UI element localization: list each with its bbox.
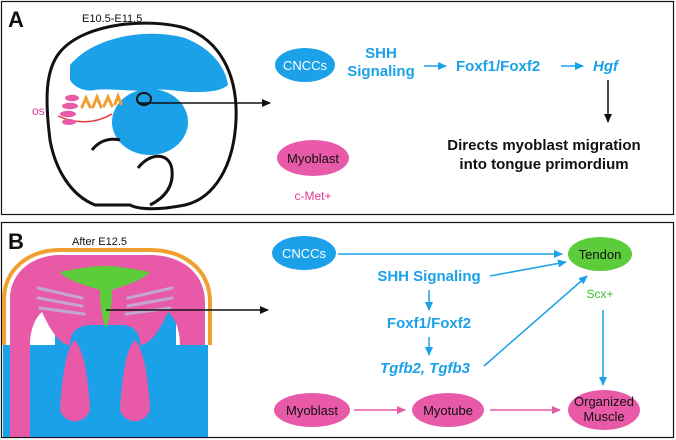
panel-a-stage-label: E10.5-E11.5 (82, 13, 142, 25)
tongue-epithelium-orange (2, 248, 212, 345)
myoblast-label-b: Myoblast (286, 403, 338, 418)
right-muscle-column (120, 340, 150, 422)
myotube-label: Myotube (423, 403, 473, 418)
myotube-node (412, 393, 484, 427)
panel-a: A E10.5-E11.5 os CNCCs SHH Signaling (0, 0, 675, 216)
panel-b-stage-label: After E12.5 (72, 236, 127, 248)
orange-cell-stream (80, 91, 123, 109)
pharynx-outline (90, 137, 121, 151)
hgf-label: Hgf (593, 58, 620, 75)
foxf-label-a: Foxf1/Foxf2 (456, 58, 540, 75)
arrow-tgfb-to-tendon (483, 275, 588, 367)
embryo-illustration (45, 21, 238, 211)
panel-b-letter: B (8, 229, 24, 254)
cmet-label: c-Met+ (294, 189, 331, 203)
scx-label: Scx+ (586, 287, 613, 301)
cnccs-node-b (272, 236, 336, 270)
foxf-label-b: Foxf1/Foxf2 (387, 315, 471, 332)
left-muscle-column (60, 340, 90, 422)
tendon-green (60, 266, 150, 328)
branchial-arch-blue (112, 89, 188, 155)
myoblast-node-b (274, 393, 350, 427)
arrow-shh-to-tendon (489, 259, 567, 277)
organized-muscle-node (568, 390, 640, 430)
muscle-fiber-stripes (36, 286, 174, 316)
shh-signaling-line2: Signaling (347, 63, 415, 80)
panel-b-frame (0, 221, 675, 439)
organized-muscle-line2: Muscle (583, 409, 624, 424)
red-migration-path (57, 113, 113, 123)
os-somite (60, 110, 76, 118)
os-somite (65, 94, 79, 102)
result-line1: Directs myoblast migration (447, 137, 640, 154)
panel-a-letter: A (8, 7, 24, 32)
result-line2: into tongue primordium (459, 156, 628, 173)
os-somite (62, 102, 78, 110)
os-somite (62, 119, 76, 125)
organized-muscle-line1: Organized (574, 394, 634, 409)
heart-outline (136, 154, 174, 207)
shh-signaling-b: SHH Signaling (377, 268, 480, 285)
cnccs-node-a (275, 48, 335, 82)
tendon-label: Tendon (579, 247, 622, 262)
myoblast-label-a: Myoblast (287, 151, 339, 166)
eye-outline (136, 92, 152, 106)
panel-a-frame (0, 0, 675, 216)
shh-signaling-line1: SHH (365, 45, 397, 62)
cnccs-label-a: CNCCs (283, 58, 328, 73)
os-label: os (32, 104, 45, 118)
myoblast-node-a (277, 140, 349, 176)
tendon-node (568, 237, 632, 271)
tongue-section-illustration (2, 248, 212, 437)
cnccs-label-b: CNCCs (282, 246, 327, 261)
tgfb-label: Tgfb2, Tgfb3 (380, 360, 471, 377)
panel-b: B After E12.5 CNCCs (0, 221, 675, 439)
neural-tube-blue (70, 33, 228, 92)
